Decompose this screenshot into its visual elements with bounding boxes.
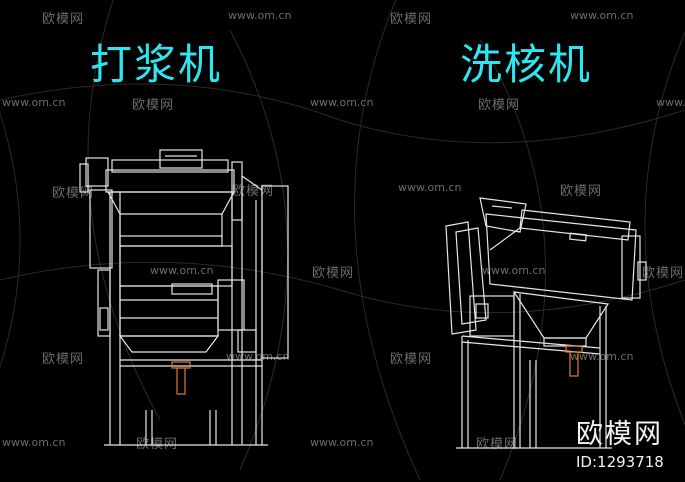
watermark: www.om.cn — [310, 96, 374, 109]
watermark: www.om.cn — [2, 436, 66, 449]
pit-washer-title: 洗核机 — [460, 40, 593, 89]
watermark: www.om.cn — [398, 181, 462, 194]
watermark: 欧模网 — [42, 12, 85, 27]
watermark: 欧模网 — [42, 352, 85, 367]
model-id: ID:1293718 — [576, 453, 664, 471]
watermark: www.om.cn — [570, 9, 634, 22]
brand-badge: 欧模网 ID:1293718 — [576, 412, 664, 471]
watermark: 欧模网 — [560, 184, 603, 199]
watermark: 欧模网 — [390, 12, 433, 27]
watermark: 欧模网 — [642, 266, 685, 281]
watermark: 欧模网 — [390, 352, 433, 367]
watermark: www.om.cn — [310, 436, 374, 449]
watermark: www.om.cn — [656, 96, 685, 109]
watermark: 欧模网 — [52, 186, 95, 201]
watermark: 欧模网 — [478, 98, 521, 113]
watermark: www.om.cn — [482, 264, 546, 277]
watermark: www.om.cn — [150, 264, 214, 277]
pulper-title: 打浆机 — [90, 40, 223, 89]
watermark: 欧模网 — [132, 98, 175, 113]
brand-name: 欧模网 — [576, 419, 663, 450]
watermark: www.om.cn — [2, 96, 66, 109]
watermark: 欧模网 — [312, 266, 355, 281]
watermark: www.om.cn — [228, 9, 292, 22]
